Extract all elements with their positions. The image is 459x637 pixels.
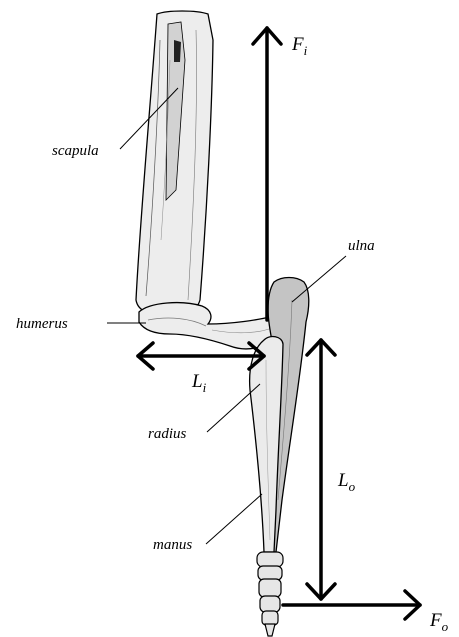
output-force-label: Fo <box>429 610 449 634</box>
output-force-symbol: F <box>429 610 442 631</box>
output-lever-arm-label: Lo <box>337 470 356 494</box>
output-lever-arm-symbol: L <box>337 470 349 491</box>
radius-label: radius <box>148 426 187 442</box>
input-force-symbol: F <box>291 34 304 55</box>
output-force-arrow <box>283 591 420 619</box>
humerus-label: humerus <box>16 316 68 332</box>
input-force-subscript: i <box>304 43 308 58</box>
input-lever-arm-symbol: L <box>191 371 203 392</box>
input-force-label: Fi <box>291 34 308 58</box>
humerus-bone <box>139 303 281 349</box>
input-lever-arm-subscript: i <box>203 380 207 395</box>
manus-label: manus <box>153 537 192 553</box>
scapula-label: scapula <box>52 143 99 159</box>
input-force-arrow <box>253 28 281 320</box>
output-lever-arm-subscript: o <box>349 479 356 494</box>
input-lever-arm-label: Li <box>191 371 207 395</box>
scapula-bone <box>136 11 213 316</box>
output-lever-arm-arrow <box>307 340 335 599</box>
output-force-subscript: o <box>442 619 449 634</box>
manus-leader <box>206 494 262 544</box>
ulna-label: ulna <box>348 238 375 254</box>
manus-bones <box>257 552 283 636</box>
